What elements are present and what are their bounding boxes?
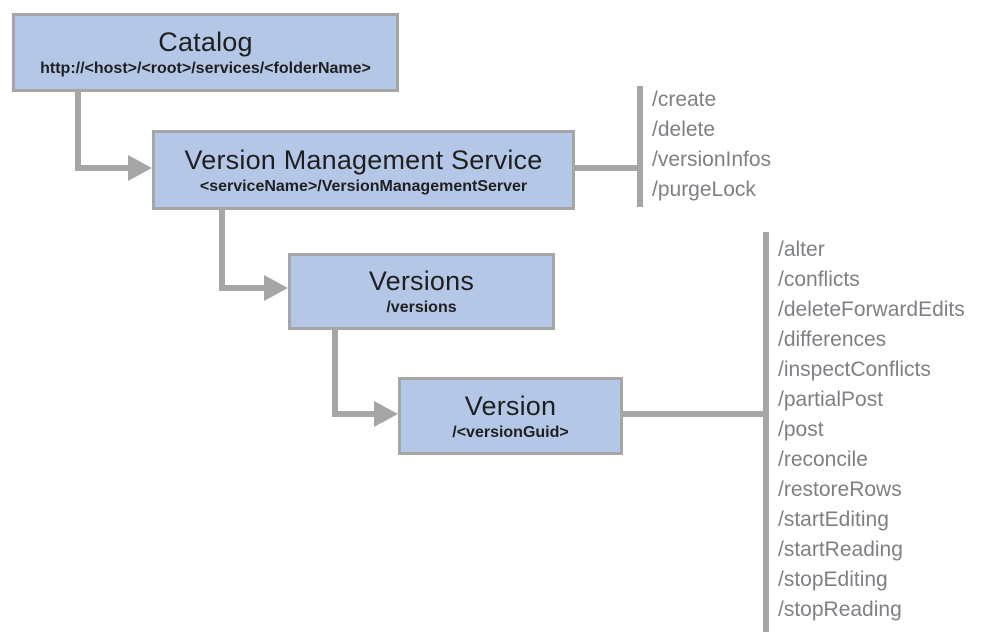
node-title: Version Management Service (184, 144, 543, 175)
operation-item: /stopEditing (778, 568, 888, 591)
operation-item: /deleteForwardEdits (778, 298, 965, 321)
connector-vms-operations (575, 165, 637, 171)
connector-catalog-vms-vertical (75, 92, 81, 171)
node-version: Version /<versionGuid> (398, 377, 623, 455)
connector-version-operations (623, 411, 763, 417)
version-operations-list: /alter /conflicts /deleteForwardEdits /d… (778, 235, 965, 625)
operation-item: /create (652, 88, 717, 111)
operation-item: /reconcile (778, 448, 868, 471)
node-subtitle: /<versionGuid> (452, 423, 569, 441)
node-title: Versions (368, 266, 475, 296)
node-version-management-service: Version Management Service <serviceName>… (152, 130, 575, 210)
operation-item: /partialPost (778, 388, 884, 411)
node-subtitle: /versions (386, 299, 457, 316)
connector-versions-version-vertical (332, 330, 338, 417)
arrowhead-right-icon (374, 401, 398, 427)
operation-item: /restoreRows (778, 478, 902, 501)
vms-operations-list: /create /delete /versionInfos /purgeLock (652, 85, 771, 205)
node-title: Catalog (158, 27, 253, 57)
operation-item: /conflicts (778, 268, 860, 291)
node-subtitle: <serviceName>/VersionManagementServer (199, 177, 528, 195)
node-subtitle: http://<host>/<root>/services/<folderNam… (40, 60, 371, 77)
connector-vms-versions-vertical (219, 210, 225, 291)
version-operations-bracket (763, 232, 769, 632)
operation-item: /post (778, 418, 824, 441)
node-title: Version (464, 390, 557, 421)
operation-item: /purgeLock (652, 178, 756, 201)
operation-item: /delete (652, 118, 716, 141)
operation-item: /alter (778, 238, 825, 261)
operation-item: /inspectConflicts (778, 358, 931, 381)
operation-item: /startEditing (778, 508, 889, 531)
connector-versions-version-horizontal (332, 411, 376, 417)
operation-item: /versionInfos (652, 148, 772, 171)
arrowhead-right-icon (128, 155, 152, 181)
arrowhead-right-icon (264, 275, 288, 301)
operation-item: /startReading (778, 538, 903, 561)
node-catalog: Catalog http://<host>/<root>/services/<f… (12, 13, 399, 92)
connector-vms-versions-horizontal (219, 285, 266, 291)
operation-item: /differences (778, 328, 887, 351)
node-versions: Versions /versions (288, 253, 555, 330)
connector-catalog-vms-horizontal (75, 165, 130, 171)
operation-item: /stopReading (778, 598, 902, 621)
vms-operations-bracket (637, 86, 643, 207)
